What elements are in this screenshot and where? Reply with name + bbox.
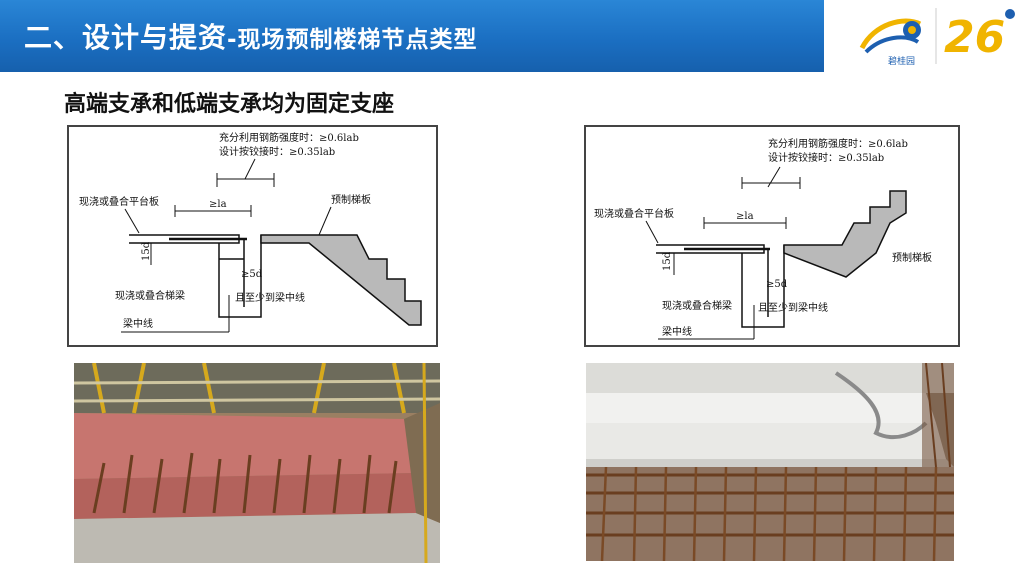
label-beam-centerline: 梁中线 [123, 317, 153, 330]
high-end-support-photo [74, 363, 440, 563]
logo-dot-icon [1005, 9, 1015, 19]
page-title-sub: -现场预制楼梯节点类型 [227, 27, 478, 53]
high-end-support-diagram: 充分利用钢筋强度时：≥0.6lab 设计按铰接时：≥0.35lab ≥la 现浇… [67, 125, 438, 347]
logo-company-name: 碧桂园 [888, 55, 915, 67]
label-precast-stair: 预制梯板 [892, 251, 932, 264]
logo-area: 碧桂园 26 [824, 0, 1024, 72]
label-stair-beam: 现浇或叠合梯梁 [662, 299, 732, 312]
diagram-note-hinge: 设计按铰接时：≥0.35lab [219, 145, 335, 158]
label-midline: 且至少到梁中线 [235, 291, 305, 304]
slide-subtitle: 高端支承和低端支承均为固定支座 [64, 92, 395, 117]
label-beam-centerline: 梁中线 [662, 325, 692, 338]
label-platform-slab: 现浇或叠合平台板 [594, 207, 674, 220]
company-logo: 碧桂园 26 [859, 8, 1015, 67]
header-bar: 二、设计与提资-现场预制楼梯节点类型 碧桂园 26 [0, 0, 1024, 72]
diagram-note-hinge: 设计按铰接时：≥0.35lab [768, 151, 884, 164]
diagram-dim-15d: 15d [141, 241, 152, 261]
diagram-note-strength: 充分利用钢筋强度时：≥0.6lab [768, 137, 908, 150]
diagram-dim-15d: 15d [662, 251, 673, 271]
bgy-logo-icon [859, 18, 922, 54]
label-midline: 且至少到梁中线 [758, 301, 828, 314]
diagram-note-strength: 充分利用钢筋强度时：≥0.6lab [219, 131, 359, 144]
label-stair-beam: 现浇或叠合梯梁 [115, 289, 185, 302]
label-precast-stair: 预制梯板 [331, 193, 371, 206]
diagram-dim-5d: ≥5d [766, 279, 788, 290]
low-end-support-diagram: 充分利用钢筋强度时：≥0.6lab 设计按铰接时：≥0.35lab ≥la 现浇… [584, 125, 960, 347]
diagram-dim-5d: ≥5d [241, 269, 263, 280]
low-end-support-photo [586, 363, 954, 561]
label-platform-slab: 现浇或叠合平台板 [79, 195, 159, 208]
page-title: 二、设计与提资-现场预制楼梯节点类型 [24, 16, 478, 56]
diagram-dim-la: ≥la [736, 211, 754, 222]
diagram-dim-la: ≥la [209, 199, 227, 210]
logo-anniversary: 26 [944, 12, 1005, 63]
page-title-main: 二、设计与提资 [24, 21, 228, 54]
